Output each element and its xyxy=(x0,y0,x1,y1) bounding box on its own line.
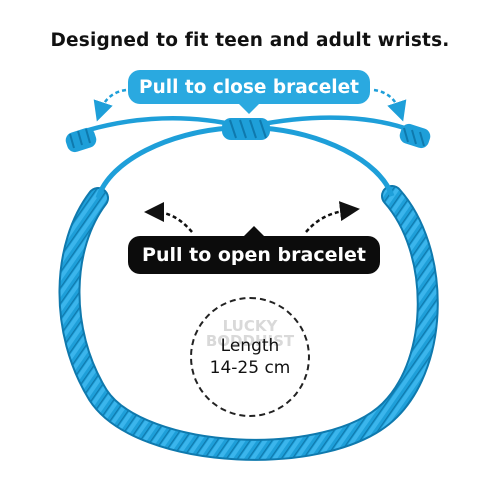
pull-to-open-label: Pull to open bracelet xyxy=(128,226,380,274)
headline: Designed to fit teen and adult wrists. xyxy=(50,30,450,51)
pull-to-open-text: Pull to open bracelet xyxy=(142,244,366,266)
brand-watermark: LUCKY BODDHIST xyxy=(192,319,308,349)
close-arrows xyxy=(93,88,407,122)
pull-to-close-text: Pull to close bracelet xyxy=(139,76,359,98)
length-badge: LUCKY BODDHIST Length 14-25 cm xyxy=(190,297,310,417)
length-info: Length 14-25 cm xyxy=(192,335,308,379)
length-label: Length xyxy=(220,336,280,356)
open-arrows xyxy=(144,201,360,233)
watermark-line-2: BODDHIST xyxy=(205,332,295,350)
watermark-line-1: LUCKY xyxy=(222,317,278,335)
pull-to-close-label: Pull to close bracelet xyxy=(128,70,370,114)
cord-end-knots xyxy=(65,123,431,153)
sliding-knot xyxy=(222,118,270,140)
length-range: 14-25 cm xyxy=(209,358,291,378)
braided-band xyxy=(58,185,439,461)
